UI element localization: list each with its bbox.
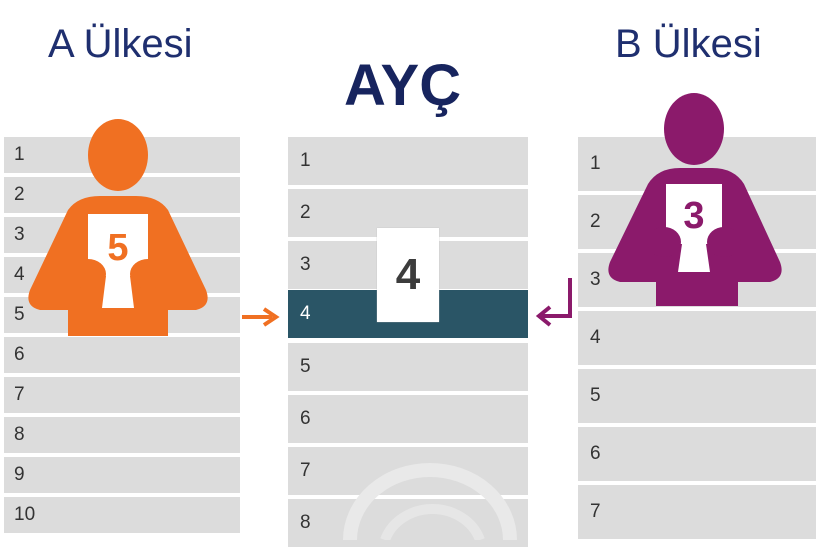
- scale-row: 9: [4, 457, 240, 493]
- scale-row: 5: [288, 343, 528, 391]
- row-label: 4: [590, 327, 601, 348]
- row-label: 7: [590, 501, 601, 522]
- row-label: 2: [300, 202, 311, 223]
- scale-row: 6: [578, 427, 816, 481]
- row-label: 3: [14, 224, 25, 245]
- watermark-emblem: [343, 463, 517, 540]
- country-a-score: 5: [107, 227, 128, 269]
- row-label: 3: [300, 254, 311, 275]
- scale-row: 5: [578, 369, 816, 423]
- row-label: 1: [14, 144, 25, 165]
- row-label: 5: [590, 385, 601, 406]
- person-b-figure: 3: [608, 93, 782, 306]
- scale-row: 4: [578, 311, 816, 365]
- row-label: 1: [590, 153, 601, 174]
- row-label: 9: [14, 464, 25, 485]
- center-score-box: 4: [377, 228, 439, 322]
- arrow-right-icon: [242, 307, 280, 327]
- scale-row: 6: [288, 395, 528, 443]
- scale-row: 7: [4, 377, 240, 413]
- row-label: 2: [14, 184, 25, 205]
- row-label: 5: [14, 304, 25, 325]
- row-label: 5: [300, 356, 311, 377]
- person-a-figure: 5: [28, 119, 208, 336]
- row-label: 7: [14, 384, 25, 405]
- country-b-score: 3: [683, 195, 704, 237]
- scale-row: 1: [288, 137, 528, 185]
- scale-row: 6: [4, 337, 240, 373]
- row-label: 1: [300, 150, 311, 171]
- scale-row: 10: [4, 497, 240, 533]
- row-label: 3: [590, 269, 601, 290]
- row-label: 8: [14, 424, 25, 445]
- row-label: 6: [590, 443, 601, 464]
- center-title: AYÇ: [344, 53, 462, 118]
- row-label: 6: [300, 408, 311, 429]
- row-label: 7: [300, 460, 311, 481]
- row-label: 4: [300, 303, 311, 324]
- row-label: 8: [300, 512, 311, 533]
- country-a-title: A Ülkesi: [48, 22, 193, 66]
- row-label: 10: [14, 504, 36, 525]
- row-label: 6: [14, 344, 25, 365]
- scale-row: 8: [288, 499, 528, 547]
- center-score: 4: [395, 250, 421, 299]
- row-label: 4: [14, 264, 25, 285]
- row-label: 2: [590, 211, 601, 232]
- scale-row: 7: [578, 485, 816, 539]
- country-b-title: B Ülkesi: [615, 22, 762, 66]
- scale-row: 8: [4, 417, 240, 453]
- arrow-return-left-icon: [535, 278, 572, 327]
